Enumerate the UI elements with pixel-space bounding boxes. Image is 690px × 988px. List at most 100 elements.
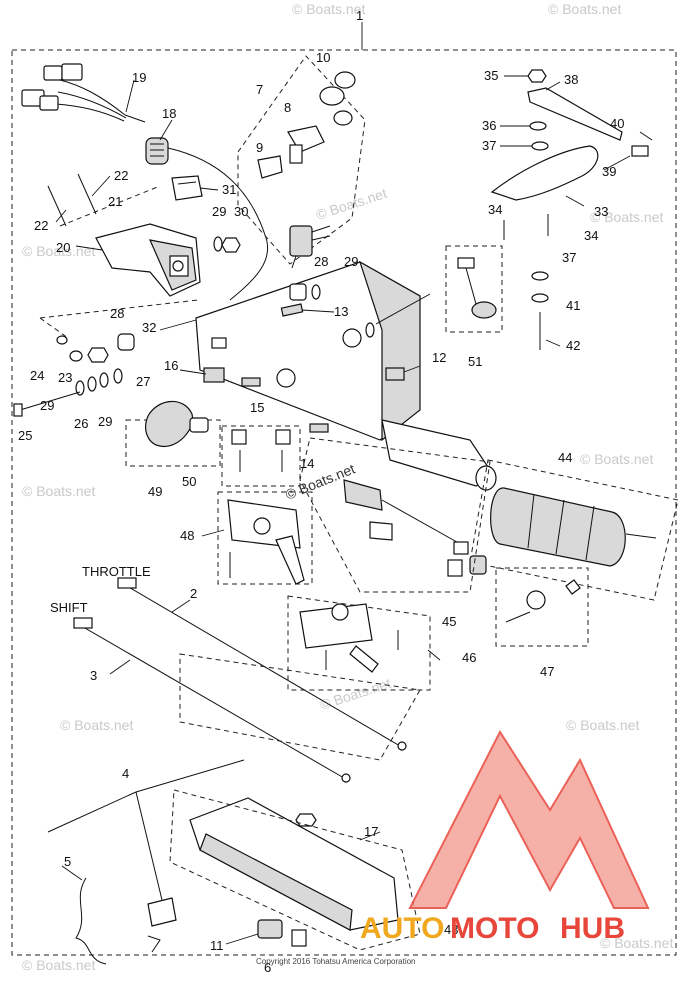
cables (73, 577, 407, 783)
friction-plate (490, 69, 653, 350)
pivot-bracket (95, 223, 201, 297)
watermark: © Boats.net (590, 209, 663, 225)
callout-3: 3 (90, 668, 97, 683)
watermark: © Boats.net (580, 451, 653, 467)
callout-37a: 37 (482, 138, 496, 153)
cable-lock (505, 579, 581, 623)
callout-31: 31 (222, 182, 236, 197)
leader-outline (39, 185, 199, 339)
callout-17: 17 (364, 824, 378, 839)
long-bolt (365, 293, 431, 338)
logo-hub: HUB (560, 912, 625, 945)
knob (257, 155, 283, 179)
sensor-outline (445, 245, 503, 333)
watermark: © Boats.net (60, 717, 133, 733)
callout-13: 13 (334, 304, 348, 319)
callout-7: 7 (256, 82, 263, 97)
callout-29a: 29 (212, 204, 226, 219)
kit-outline (237, 55, 366, 265)
callout-11: 11 (210, 938, 224, 953)
callout-15: 15 (250, 400, 264, 415)
bushing (117, 283, 321, 351)
callout-6: 6 (264, 960, 271, 975)
callout-8: 8 (284, 100, 291, 115)
brackets (231, 429, 291, 472)
copyright-text: Copyright 2016 Tohatsu America Corporati… (256, 957, 416, 966)
callout-37b: 37 (562, 250, 576, 265)
callout-43: 43 (444, 922, 458, 937)
callout-18: 18 (162, 106, 176, 121)
watermark: © Boats.net (22, 483, 95, 499)
watermark: © Boats.net (22, 957, 95, 973)
callout-45: 45 (442, 614, 456, 629)
callout-40: 40 (610, 116, 624, 131)
callout-14: 14 (300, 456, 314, 471)
wire-harness (21, 63, 146, 123)
cable-bracket (179, 653, 421, 761)
side-hardware (13, 335, 123, 417)
logo-mark (408, 729, 650, 909)
callout-28a: 28 (110, 306, 124, 321)
switch (287, 125, 325, 164)
bracket-outline (221, 425, 301, 487)
switches-lower (257, 919, 307, 947)
rings (319, 71, 356, 126)
callout-35: 35 (484, 68, 498, 83)
automotohub-logo: AUTO MOTO HUB (360, 729, 650, 945)
watermark: © Boats.net (22, 243, 95, 259)
callout-25: 25 (18, 428, 32, 443)
cover-outline (169, 789, 421, 951)
watermark: © Boats.net (548, 1, 621, 17)
grip-outline (469, 459, 679, 601)
callout-2: 2 (190, 586, 197, 601)
callout-12: 12 (432, 350, 446, 365)
studs (47, 173, 97, 227)
logo-auto: AUTO (360, 912, 444, 945)
callout-44: 44 (558, 450, 572, 465)
throttle-grip (490, 487, 657, 567)
callout-32: 32 (142, 320, 156, 335)
shift-link-outline (287, 595, 431, 691)
kill-switch-cord (75, 877, 177, 965)
callout-1: 1 (356, 8, 363, 23)
callout-27: 27 (136, 374, 150, 389)
watermark: © Boats.net (600, 935, 673, 951)
throttle-grip-knob (145, 400, 209, 448)
callout-38: 38 (564, 72, 578, 87)
callout-33: 33 (594, 204, 608, 219)
callout-22a: 22 (114, 168, 128, 183)
lower-cover (189, 797, 399, 931)
pads (203, 303, 405, 433)
watermark: © Boats.net (314, 185, 389, 223)
knob-outline (125, 419, 221, 467)
callout-10: 10 (316, 50, 330, 65)
callout-4: 4 (122, 766, 129, 781)
callout-39: 39 (602, 164, 616, 179)
callout-labels: 1 2 3 4 5 6 7 8 9 10 11 12 13 14 15 16 1… (18, 8, 624, 975)
callout-26: 26 (74, 416, 88, 431)
callout-49: 49 (148, 484, 162, 499)
lever-outline (217, 491, 313, 585)
clamp (171, 175, 203, 201)
callout-19: 19 (132, 70, 146, 85)
logo-moto: MOTO (450, 912, 539, 945)
callout-51: 51 (468, 354, 482, 369)
callout-30: 30 (234, 204, 248, 219)
label-throttle: THROTTLE (82, 564, 151, 579)
callout-29b: 29 (344, 254, 358, 269)
callout-29c: 29 (40, 398, 54, 413)
callout-5: 5 (64, 854, 71, 869)
callout-50: 50 (182, 474, 196, 489)
callout-21: 21 (108, 194, 122, 209)
watermark: © Boats.net (566, 717, 639, 733)
callout-16: 16 (164, 358, 178, 373)
sensor (457, 257, 497, 319)
assembly-outline (11, 49, 677, 956)
throttle-shaft (343, 479, 487, 577)
callout-23: 23 (58, 370, 72, 385)
stop-switch (289, 225, 331, 269)
leader-lines (55, 75, 631, 945)
shift-linkage (299, 603, 399, 673)
watermark: © Boats.net (318, 675, 393, 713)
